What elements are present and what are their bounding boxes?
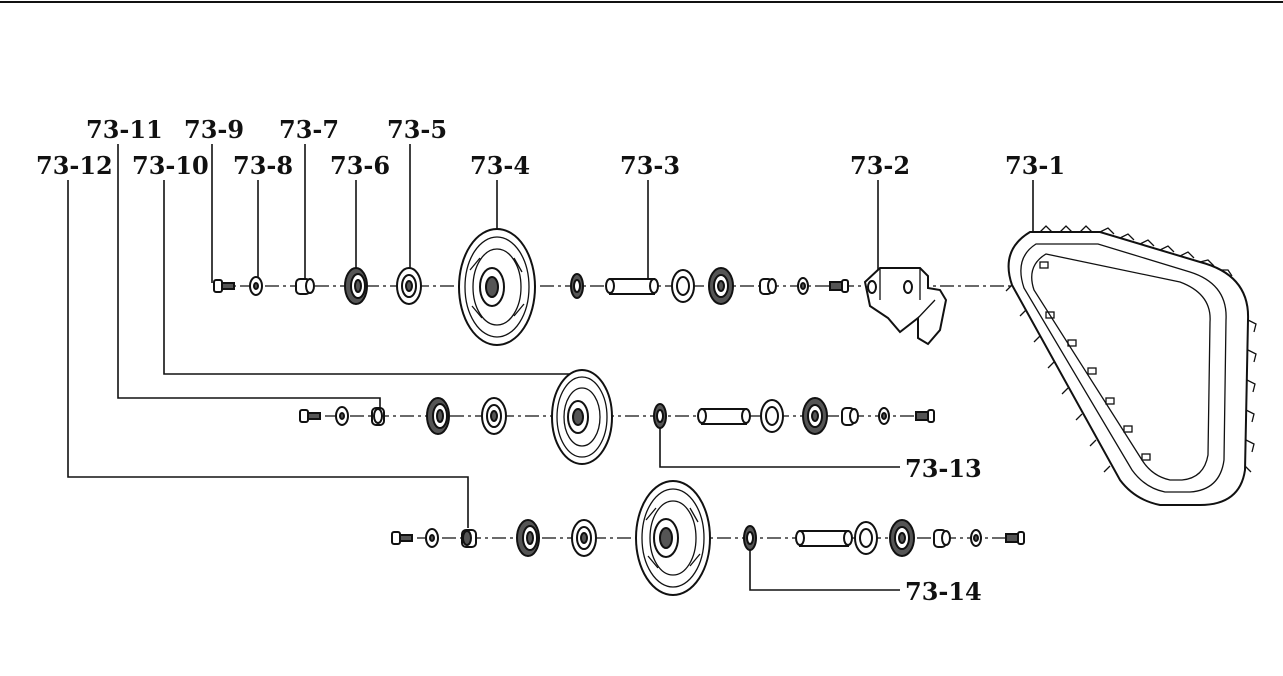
label-73-3: 73-3 [620,151,680,180]
assembly-row-3 [391,480,1025,596]
bearing-73-5 [396,267,422,305]
label-73-1: 73-1 [1005,151,1065,180]
leader-lines [67,144,1034,591]
axle-row3 [795,530,853,547]
bearing-row3-c [854,521,878,555]
wheel-73-10 [551,369,613,465]
label-73-9: 73-9 [184,115,244,144]
axle-row2 [697,408,751,425]
label-73-5: 73-5 [387,115,447,144]
spacer-row2-right [841,407,859,426]
bearing-row3-b [571,519,597,557]
bearing-row2-b [481,397,507,435]
bracket-73-2 [863,267,948,346]
label-73-11: 73-11 [86,115,163,144]
bolt-row2 [299,409,321,423]
circlip [570,273,584,299]
washer-73-8 [249,276,263,296]
bearing-row2-d [802,397,828,435]
label-73-12: 73-12 [36,151,113,180]
spacer-73-12 [461,529,477,548]
label-73-6: 73-6 [330,151,390,180]
bearing-row3-a [516,519,540,557]
circlip-73-14 [743,525,757,551]
spacer-73-11 [371,407,385,426]
bolt-row3 [391,531,413,545]
spacer-right [759,278,777,295]
wheel-73-4 [458,228,536,346]
bearing-right-b [708,267,734,305]
washer-row2 [335,406,349,426]
spacer-row3-right [933,529,951,548]
bearing-73-6 [344,267,368,305]
washer-right [797,277,809,295]
washer-row3-right [970,529,982,547]
label-73-7: 73-7 [279,115,339,144]
circlip-73-13 [653,403,667,429]
bearing-right-a [671,269,695,303]
washer-row2-right [878,407,890,425]
label-73-4: 73-4 [470,151,530,180]
washer-row3 [425,528,439,548]
wheel-row3 [635,480,711,596]
nut-right [829,279,849,293]
rubber-track-73-1 [1005,225,1257,506]
bearing-row2-c [760,399,784,433]
axle-73-3 [605,278,659,295]
label-73-14: 73-14 [905,577,982,606]
label-73-13: 73-13 [905,454,982,483]
label-73-8: 73-8 [233,151,293,180]
assembly-row-1 [213,228,1100,346]
nut-row2-right [915,409,935,423]
spacer-73-7 [295,278,315,295]
label-73-2: 73-2 [850,151,910,180]
assembly-row-2 [299,369,935,465]
bearing-row3-d [889,519,915,557]
bearing-row2-a [426,397,450,435]
bolt-73-9 [213,279,235,293]
label-73-10: 73-10 [132,151,209,180]
nut-row3-right [1005,531,1025,545]
